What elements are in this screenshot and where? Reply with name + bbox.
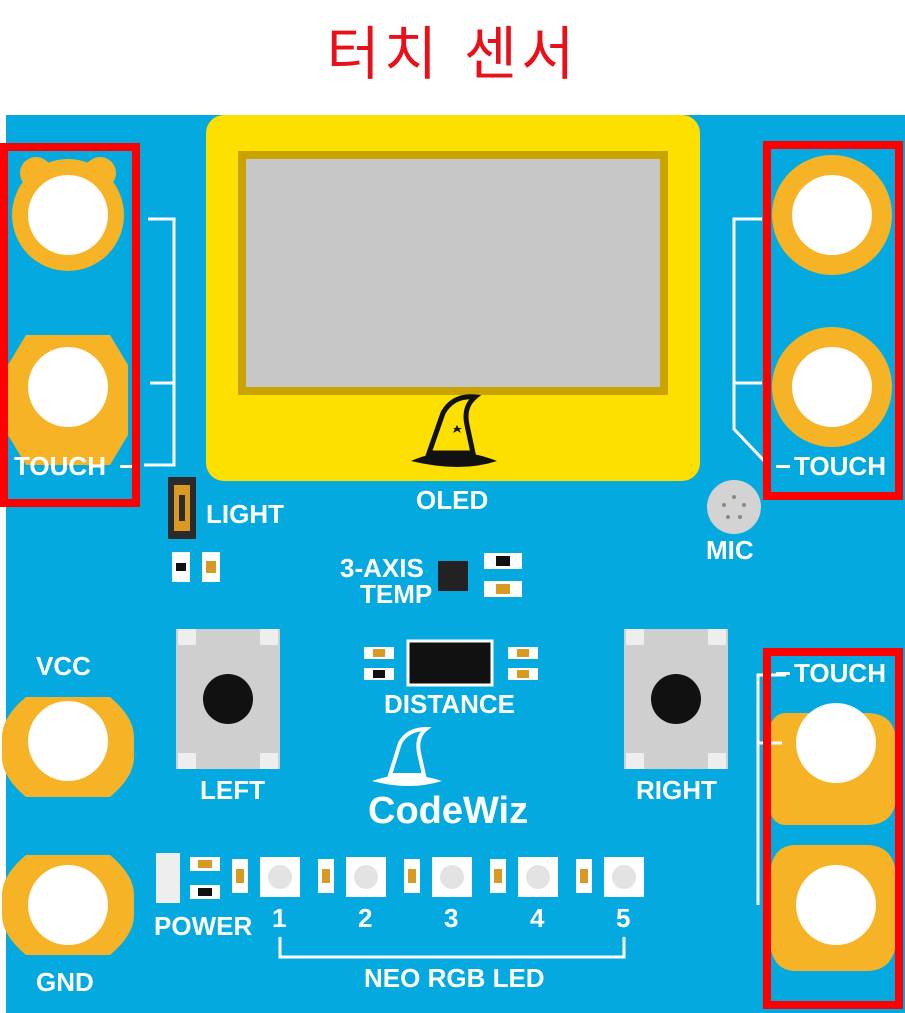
left-button-label: LEFT xyxy=(200,775,265,805)
touch-right-bottom-tick xyxy=(776,672,790,675)
right-button-graphic xyxy=(624,629,728,769)
touch-label-right-bottom: TOUCH xyxy=(794,658,886,688)
board-graphics xyxy=(2,115,896,971)
codewiz-hat-icon xyxy=(372,726,442,786)
highlight-box-right-top xyxy=(763,141,903,500)
led-number-1: 1 xyxy=(272,903,287,933)
power-label: POWER xyxy=(154,911,253,941)
touch-right-top-tick xyxy=(776,465,790,468)
oled-module xyxy=(206,115,700,481)
light-smd-components xyxy=(172,552,220,582)
touch-pad-left-bottom xyxy=(8,335,128,465)
right-button-label: RIGHT xyxy=(636,775,717,805)
power-components xyxy=(156,853,248,903)
codewiz-board: TOUCH TOUCH TOUCH LIGHT OLED MIC 3-AXIS … xyxy=(2,115,905,1013)
touch-label-left: TOUCH xyxy=(14,451,106,481)
touch-label-right-top: TOUCH xyxy=(794,451,886,481)
touch-left-tick xyxy=(120,465,132,468)
highlight-box-left xyxy=(0,143,140,507)
left-button-graphic xyxy=(176,629,280,769)
oled-label: OLED xyxy=(416,485,489,515)
touch-pad-left-top xyxy=(12,157,124,271)
neo-rgb-led-label: NEO RGB LED xyxy=(364,963,545,993)
vcc-pad xyxy=(2,697,134,797)
axis-temp-sensor xyxy=(438,553,522,597)
touch-pad-right-middle xyxy=(772,327,892,447)
distance-sensor xyxy=(364,639,538,687)
temp-label: TEMP xyxy=(360,579,433,609)
mic-component xyxy=(707,480,761,534)
touch-pad-right-lower-2 xyxy=(770,845,896,971)
gnd-pad xyxy=(2,855,134,955)
highlight-box-right-bottom xyxy=(763,648,903,1009)
gnd-label: GND xyxy=(36,967,94,997)
touch-pad-right-top xyxy=(772,155,892,275)
touch-pad-right-lower-1 xyxy=(768,703,896,825)
led-number-2: 2 xyxy=(358,903,373,933)
mic-label: MIC xyxy=(706,535,754,565)
led-number-3: 3 xyxy=(444,903,459,933)
distance-label: DISTANCE xyxy=(384,689,515,719)
page-title: 터치 센서 xyxy=(326,20,579,88)
led-number-5: 5 xyxy=(616,903,631,933)
axis-label: 3-AXIS xyxy=(340,553,424,583)
oled-screen xyxy=(246,159,660,387)
vcc-label: VCC xyxy=(36,651,91,681)
wizard-hat-icon xyxy=(411,394,497,467)
brand-logo-text: CodeWiz xyxy=(368,790,529,832)
light-sensor xyxy=(168,477,196,539)
led-number-4: 4 xyxy=(530,903,545,933)
neo-led-chain xyxy=(260,857,644,897)
light-label: LIGHT xyxy=(206,499,284,529)
